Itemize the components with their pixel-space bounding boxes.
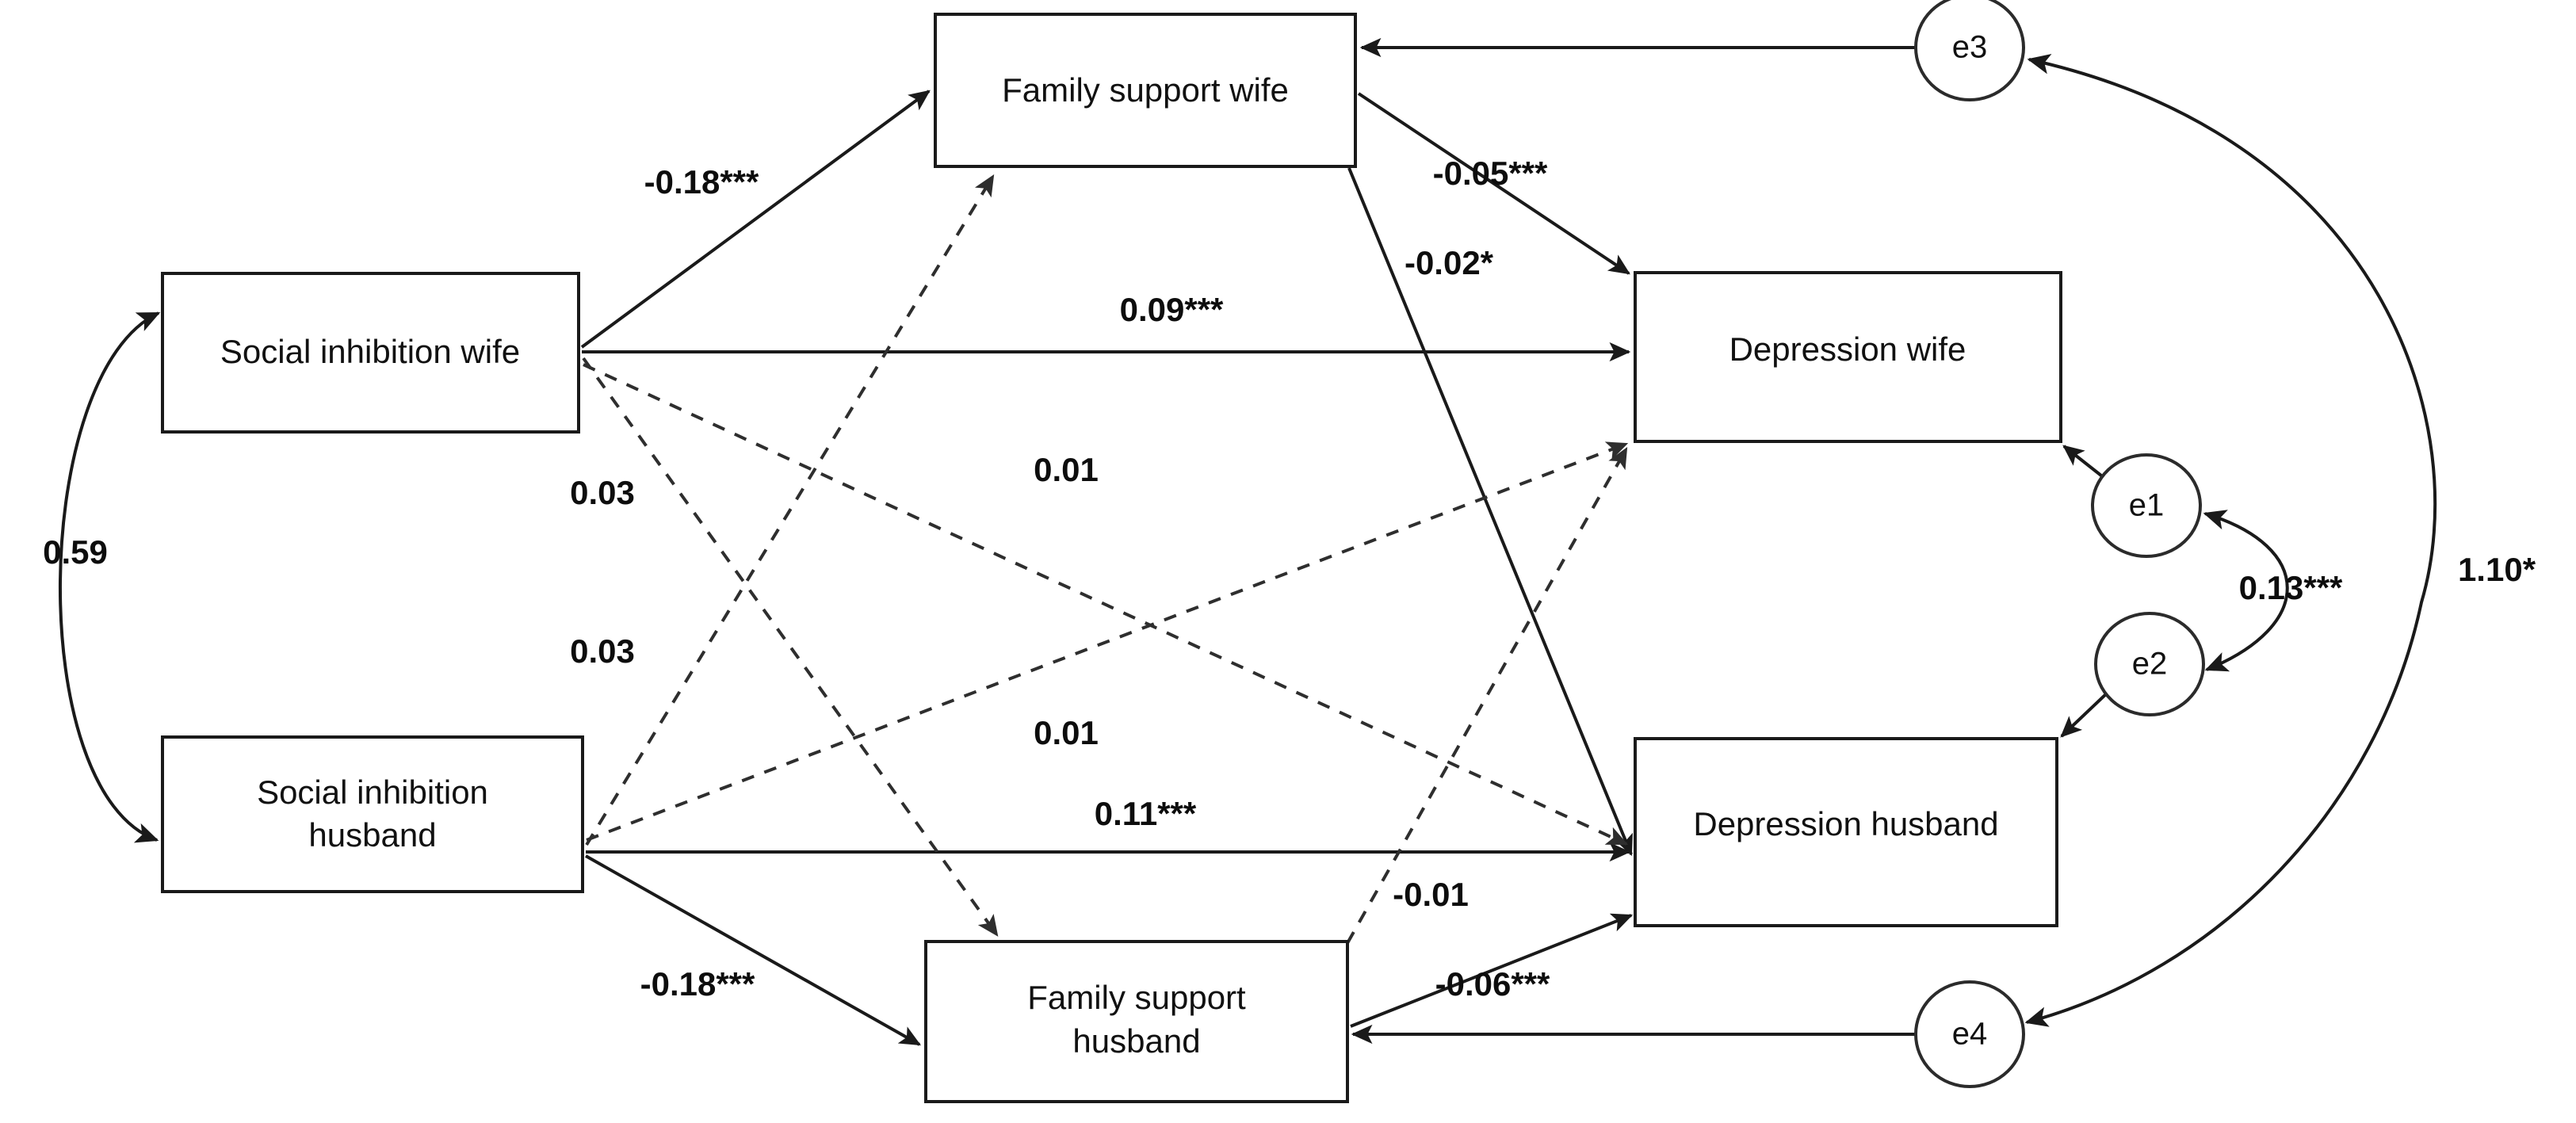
node-label-social-inhibition-husband-line1: Social inhibition <box>257 773 488 811</box>
covariance-curve-e3-e4 <box>2024 54 2437 1027</box>
path-fsw-to-dw: -0.05*** <box>1357 92 1630 275</box>
node-box-depression-husband[interactable] <box>1634 737 2058 927</box>
coef-label-sih-to-dh: 0.11*** <box>1095 795 1197 832</box>
coef-label-fsw-to-dh: -0.02* <box>1405 244 1494 281</box>
edge-siw-to-fsh <box>582 357 999 937</box>
path-sih-to-dw: 0.01 <box>586 441 1629 842</box>
edge-sih-to-dw <box>586 441 1629 842</box>
coef-label-sih-to-fsh: -0.18*** <box>640 965 755 1003</box>
error-link-e1-to-dw <box>2062 445 2107 480</box>
covariance-curve-social-inhibition <box>59 311 161 843</box>
path-siw-to-fsh: 0.03 <box>570 357 999 937</box>
node-box-social-inhibition-husband[interactable] <box>161 735 584 893</box>
coef-label-siw-to-dw: 0.09*** <box>1120 291 1224 328</box>
node-label-e2: e2 <box>2132 647 2168 682</box>
coef-label-sih-to-dw: 0.01 <box>1034 714 1099 751</box>
node-box-depression-wife[interactable] <box>1634 271 2062 443</box>
node-label-e1: e1 <box>2129 488 2165 523</box>
coef-label-fsh-to-dh: -0.06*** <box>1435 965 1550 1003</box>
edge-siw-to-dh <box>583 363 1629 846</box>
path-fsh-to-dw: -0.01 <box>1346 446 1628 944</box>
coef-label-fsw-to-dw: -0.05*** <box>1433 155 1548 192</box>
edge-sih-to-fsw <box>585 174 995 846</box>
coef-label-siw-to-dh: 0.01 <box>1034 451 1099 488</box>
node-ellipse-e2[interactable] <box>2094 612 2205 716</box>
covariance-social-inhibition: 0.59 <box>43 311 161 843</box>
edge-siw-to-fsw <box>580 90 931 349</box>
covariance-e1-e2: 0.13*** <box>2203 510 2343 672</box>
node-label-e3: e3 <box>1952 30 1988 65</box>
edge-fsw-to-dh <box>1347 167 1633 857</box>
node-label-depression-husband: Depression husband <box>1693 805 1998 842</box>
node-label-depression-wife: Depression wife <box>1729 330 1966 368</box>
node-box-family-support-wife[interactable] <box>934 13 1357 168</box>
node-depression-wife[interactable]: Depression wife <box>1634 271 2062 443</box>
error-link-e2-to-dh <box>2060 690 2110 738</box>
path-fsw-to-dh: -0.02* <box>1347 167 1633 857</box>
path-siw-to-dh: 0.01 <box>583 363 1629 846</box>
node-error-e1[interactable]: e1 <box>2091 453 2202 558</box>
coef-label-sih-to-fsw: 0.03 <box>570 632 635 670</box>
edge-fsw-to-dw <box>1357 92 1630 275</box>
node-label-social-inhibition-husband-line2: husband <box>308 816 436 854</box>
node-label-social-inhibition-wife: Social inhibition wife <box>220 333 520 370</box>
node-depression-husband[interactable]: Depression husband <box>1634 737 2058 927</box>
coef-label-e1-e2-cov: 0.13*** <box>2239 569 2343 606</box>
node-error-e2[interactable]: e2 <box>2094 612 2205 716</box>
node-family-support-wife[interactable]: Family support wife <box>934 13 1357 168</box>
path-fsh-to-dh: -0.06*** <box>1350 913 1634 1028</box>
coef-label-siw-to-fsh: 0.03 <box>570 474 635 511</box>
coef-label-siw-to-fsw: -0.18*** <box>644 163 759 201</box>
node-family-support-husband[interactable]: Family support husband <box>924 940 1349 1103</box>
node-label-e4: e4 <box>1952 1017 1988 1052</box>
edge-fsh-to-dw <box>1346 446 1628 944</box>
covariance-e3-e4: 1.10* <box>2024 54 2536 1027</box>
node-social-inhibition-husband[interactable]: Social inhibition husband <box>161 735 584 893</box>
path-sih-to-dh: 0.11*** <box>586 795 1631 862</box>
path-siw-to-fsw: -0.18*** <box>580 90 931 349</box>
node-ellipse-e1[interactable] <box>2091 453 2202 558</box>
node-box-family-support-husband[interactable] <box>924 940 1349 1103</box>
coef-label-fsh-to-dw: -0.01 <box>1393 876 1469 913</box>
edge-e1-to-dw <box>2062 445 2107 480</box>
edge-e2-to-dh <box>2060 690 2110 738</box>
node-label-family-support-husband-line1: Family support <box>1027 979 1246 1016</box>
coef-label-siw-sih-cov: 0.59 <box>43 533 108 571</box>
path-siw-to-dw: 0.09*** <box>582 291 1631 362</box>
node-ellipse-e4[interactable] <box>1914 980 2025 1088</box>
node-box-social-inhibition-wife[interactable] <box>161 272 580 434</box>
node-ellipse-e3[interactable] <box>1914 0 2025 101</box>
edge-sih-to-fsh <box>585 854 922 1046</box>
path-sih-to-fsh: -0.18*** <box>585 854 922 1046</box>
node-label-family-support-wife: Family support wife <box>1002 71 1289 109</box>
edge-fsh-to-dh <box>1350 913 1634 1028</box>
node-social-inhibition-wife[interactable]: Social inhibition wife <box>161 272 580 434</box>
node-error-e4[interactable]: e4 <box>1914 980 2025 1088</box>
node-label-family-support-husband-line2: husband <box>1072 1022 1200 1060</box>
node-error-e3[interactable]: e3 <box>1914 0 2025 101</box>
path-sih-to-fsw: 0.03 <box>570 174 995 846</box>
coef-label-e3-e4-cov: 1.10* <box>2458 551 2536 588</box>
covariance-curve-e1-e2 <box>2203 510 2289 672</box>
